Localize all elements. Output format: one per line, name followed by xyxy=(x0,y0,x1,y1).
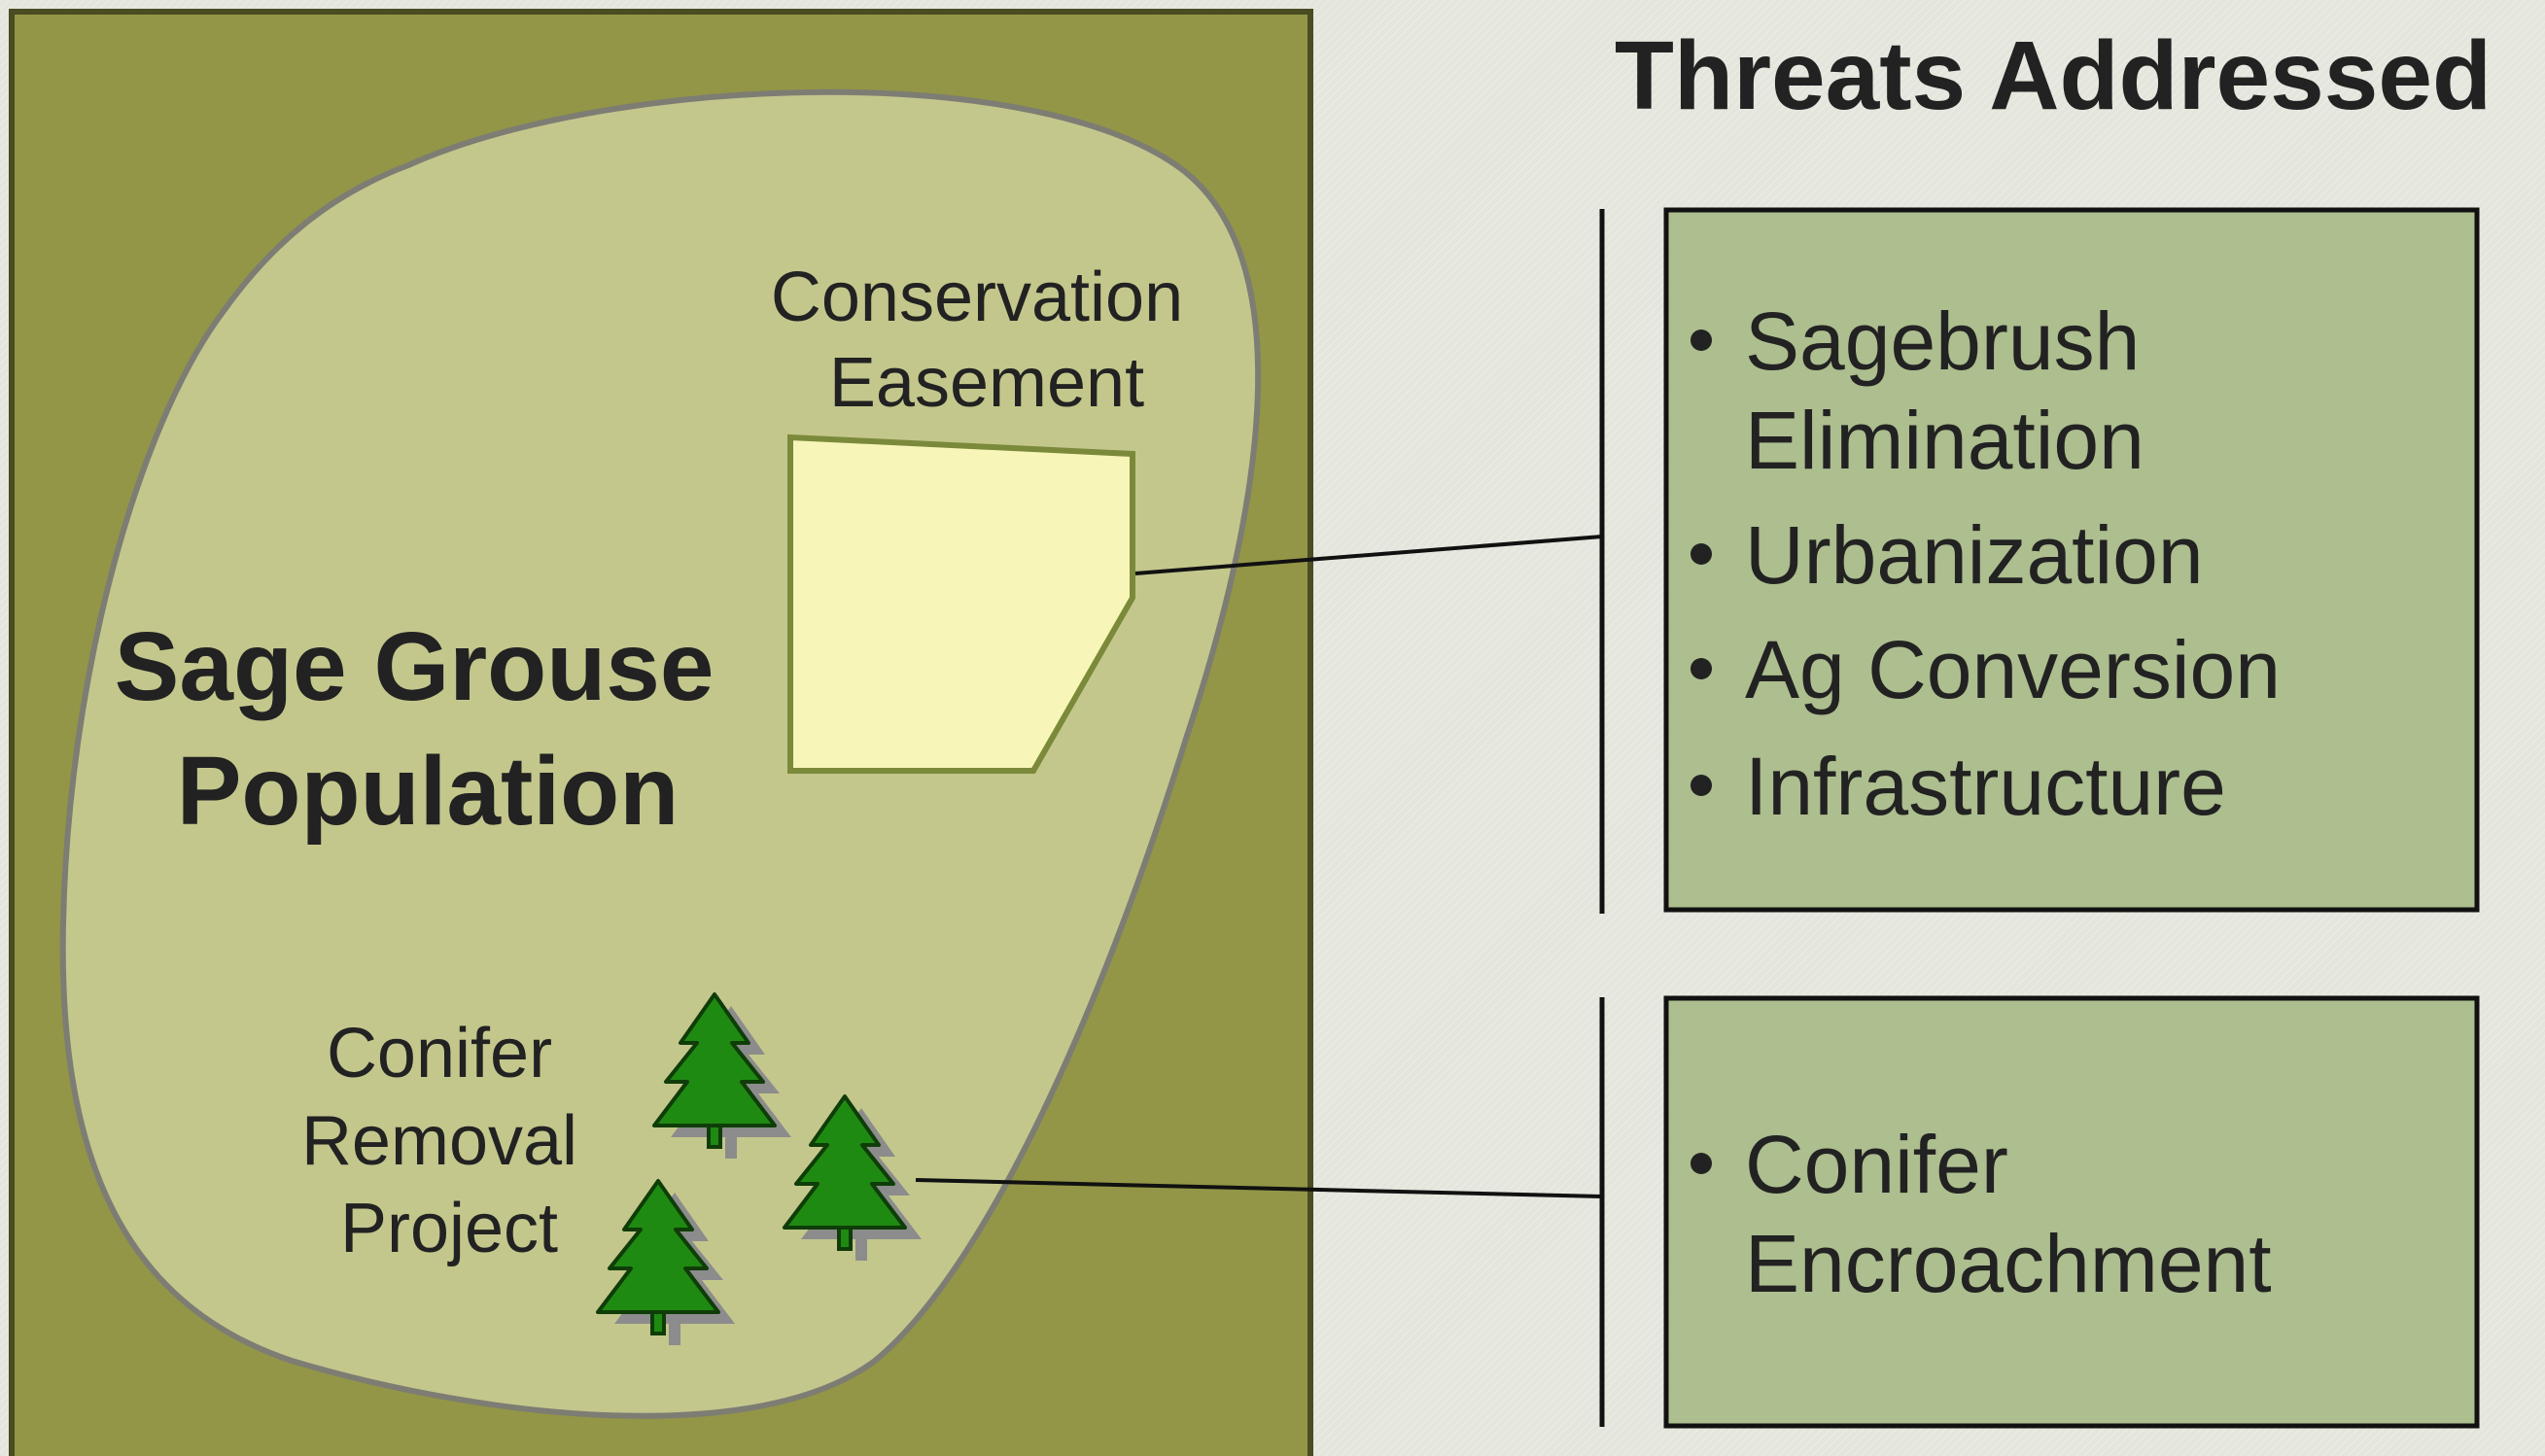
conifer-label-line-2: Removal xyxy=(301,1102,577,1180)
easement-connector-line xyxy=(1134,535,1603,575)
conifer-project-label: Conifer Removal Project xyxy=(301,1015,597,1267)
population-label: Sage Grouse Population xyxy=(115,612,742,846)
threat-item: Ag Conversion xyxy=(1745,624,2281,715)
easement-label-line-1: Conservation xyxy=(771,259,1183,336)
threat-list-easement: Sagebrush Elimination Urbanization Ag Co… xyxy=(1691,295,2281,832)
conifer-label-line-1: Conifer xyxy=(327,1015,552,1092)
threat-item: Urbanization xyxy=(1745,509,2204,601)
threat-item: Conifer Encroachment xyxy=(1745,1119,2272,1309)
threat-item: Infrastructure xyxy=(1745,741,2226,832)
conifer-label-line-3: Project xyxy=(340,1190,558,1267)
threat-item: Sagebrush Elimination xyxy=(1745,295,2163,486)
conifer-connector-line xyxy=(915,1178,1603,1198)
bullet-icon xyxy=(1691,543,1712,565)
threat-list-conifer: Conifer Encroachment xyxy=(1691,1119,2272,1309)
easement-label-line-2: Easement xyxy=(829,344,1144,422)
bullet-icon xyxy=(1691,1153,1712,1174)
bullet-icon xyxy=(1691,329,1712,351)
conservation-easement-parcel xyxy=(787,433,1135,774)
population-label-line-2: Population xyxy=(177,737,680,846)
threat-box-easement xyxy=(1663,207,2480,913)
population-label-line-1: Sage Grouse xyxy=(115,612,715,721)
threat-box-conifer xyxy=(1663,995,2480,1429)
bullet-icon xyxy=(1691,775,1712,796)
diagram-title: Threats Addressed xyxy=(1615,21,2492,130)
bullet-icon xyxy=(1691,658,1712,679)
easement-label: Conservation Easement xyxy=(771,259,1203,422)
population-blob xyxy=(59,88,1262,1419)
